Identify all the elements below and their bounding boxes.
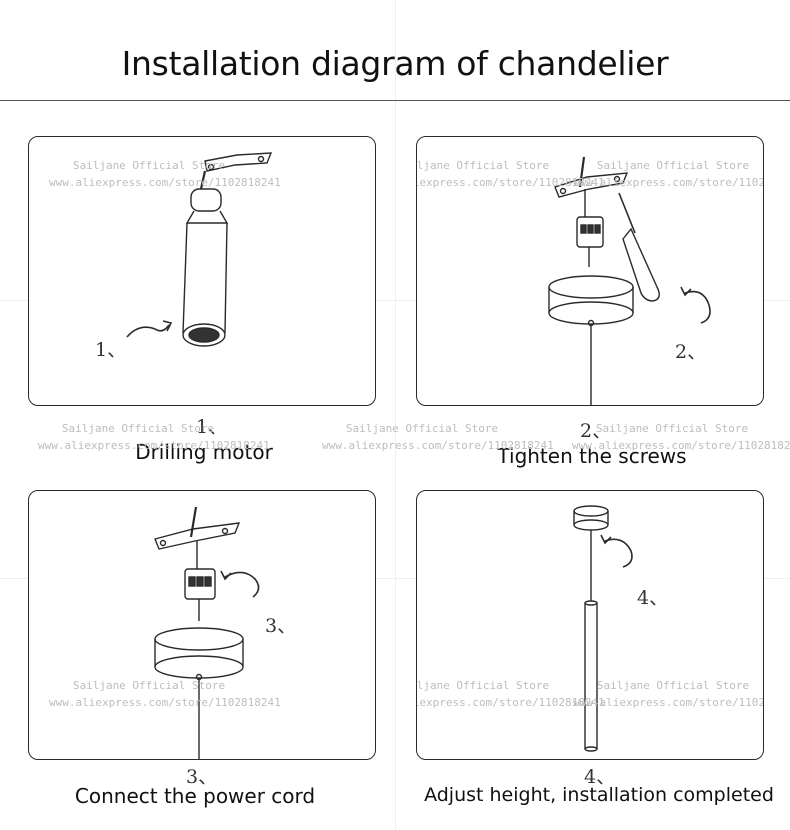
curved-arrow-icon	[126, 324, 170, 338]
watermark: Sailjane Official Storewww.aliexpress.co…	[416, 159, 605, 189]
grid-line	[0, 300, 790, 301]
terminal-block	[576, 216, 604, 248]
step-2-label-number: 2、	[580, 420, 612, 442]
curved-arrow-icon	[604, 538, 633, 568]
step-2-number: 2、	[675, 341, 707, 363]
step-4-panel: 4、 Sailjane Official Storewww.aliexpress…	[416, 490, 764, 760]
step-2-panel: Sailjane Official Storewww.aliexpress.co…	[416, 136, 764, 406]
lamp-tube	[182, 222, 228, 334]
step-2-caption: Tighten the screws	[497, 444, 687, 468]
curved-arrow-icon	[684, 290, 711, 324]
step-2-illustration	[548, 156, 711, 405]
watermark: Sailjane Official Storewww.aliexpress.co…	[416, 679, 605, 709]
step-1-label-number: 1、	[196, 416, 228, 438]
step-3-number: 3、	[265, 615, 297, 637]
step-3-label-number: 3、	[186, 766, 218, 788]
step-4-label-number: 4、	[584, 766, 616, 788]
lamp-tube	[584, 603, 598, 749]
curved-arrow-icon	[224, 571, 260, 598]
mounting-bracket	[554, 172, 629, 198]
step-3-illustration	[154, 506, 260, 759]
terminal-block	[184, 568, 216, 600]
step-4-caption: Adjust height, installation completed	[424, 784, 774, 806]
grid-line	[0, 578, 790, 579]
step-4-number: 4、	[637, 587, 669, 609]
grid-line	[395, 0, 396, 830]
page-title: Installation diagram of chandelier	[121, 44, 669, 83]
step-3-caption: Connect the power cord	[74, 784, 316, 808]
title-divider	[0, 100, 790, 101]
mounting-bracket	[204, 152, 273, 172]
screwdriver-icon	[618, 192, 636, 234]
step-4-illustration	[573, 505, 633, 752]
step-1-number: 1、	[95, 339, 127, 361]
step-1-caption: Drilling motor	[135, 440, 273, 464]
step-1-illustration	[126, 152, 273, 347]
mounting-bracket	[154, 522, 241, 550]
